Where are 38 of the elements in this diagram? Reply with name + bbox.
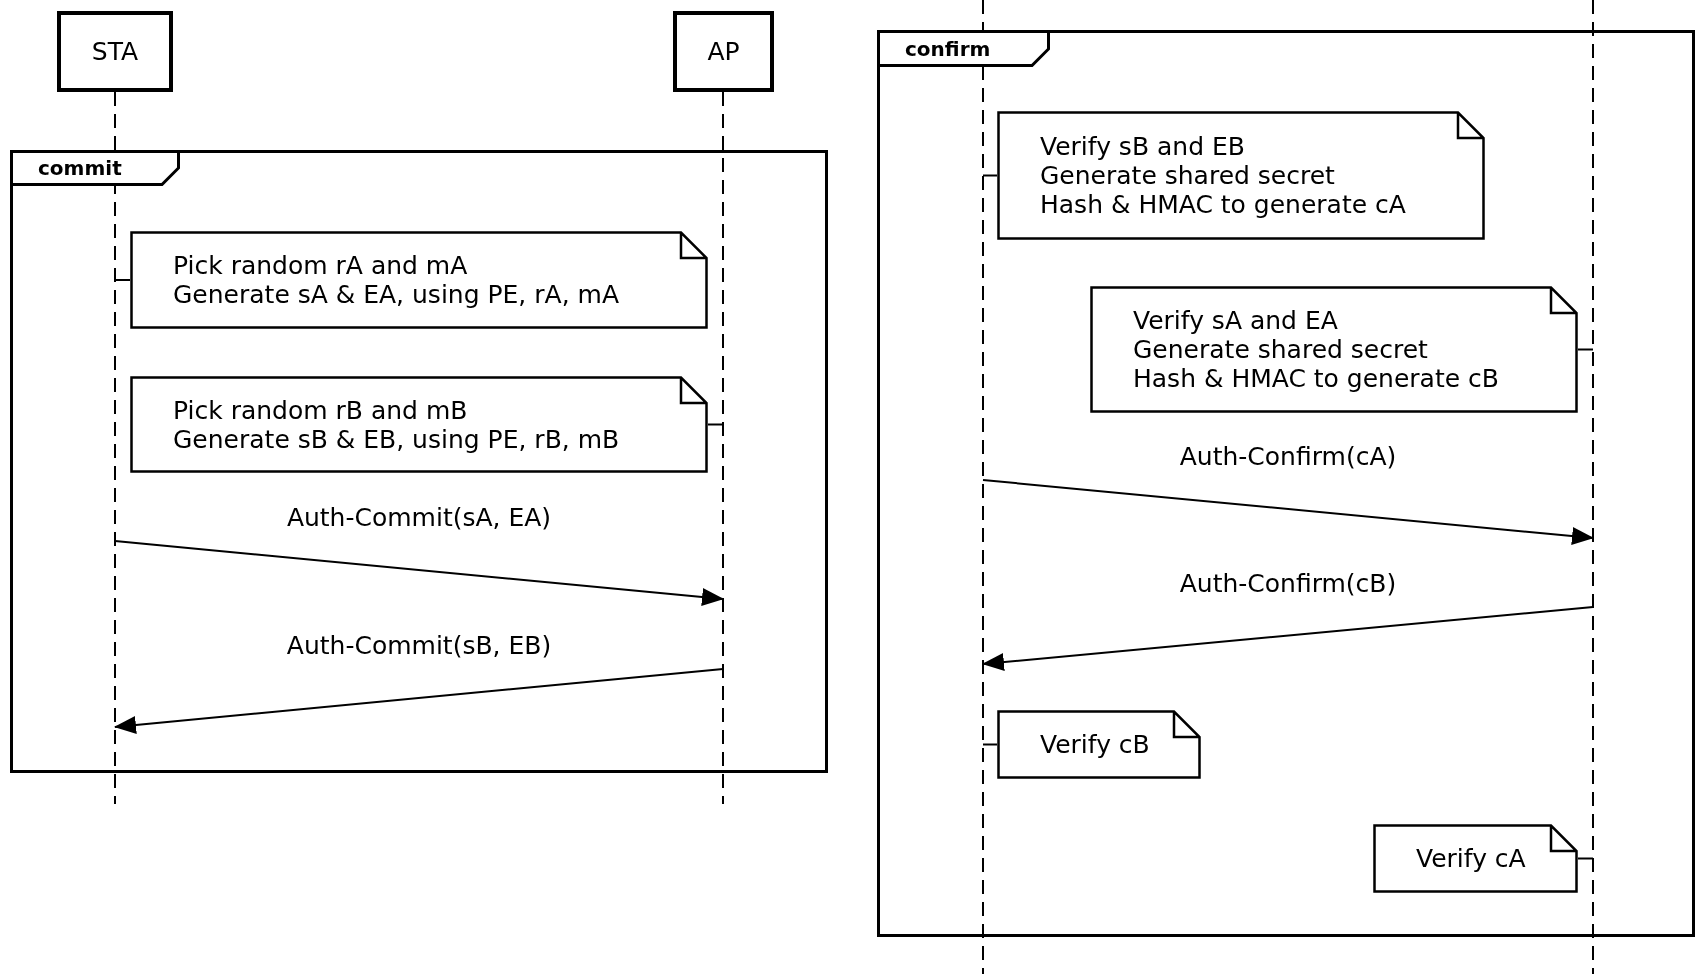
connector-line xyxy=(114,279,131,281)
note-text: Hash & HMAC to generate cA xyxy=(1040,190,1407,219)
note-box xyxy=(1090,286,1578,413)
note-text: Hash & HMAC to generate cB xyxy=(1133,364,1500,393)
note-box xyxy=(997,710,1201,779)
connector-line xyxy=(982,743,998,746)
participant-box: STA xyxy=(57,11,173,92)
note-box xyxy=(130,376,708,473)
lifeline xyxy=(114,92,116,804)
lifeline xyxy=(1592,0,1594,974)
note-text: Pick random rA and mA xyxy=(173,251,469,280)
note-text: Verify cA xyxy=(1416,844,1527,873)
frame-box xyxy=(877,30,1695,937)
note-text: Verify sA and EA xyxy=(1133,306,1339,335)
message-arrow xyxy=(114,540,724,606)
note-text: Generate shared secret xyxy=(1133,335,1429,364)
note-box xyxy=(997,111,1485,240)
note-text: Generate shared secret xyxy=(1040,161,1336,190)
note-text: Verify cB xyxy=(1040,730,1151,759)
lifeline xyxy=(722,92,724,804)
note-text: Generate sB & EB, using PE, rB, mB xyxy=(173,424,621,454)
frame-box xyxy=(10,150,828,773)
connector-line xyxy=(1577,857,1594,860)
note-box xyxy=(130,231,708,329)
lifeline xyxy=(982,0,984,974)
connector-line xyxy=(1577,348,1594,351)
note-text: Verify sB and EB xyxy=(1040,132,1246,161)
note-box xyxy=(1373,824,1578,893)
message-arrow xyxy=(982,606,1594,671)
message-arrow xyxy=(114,668,724,734)
frame-label: confirm xyxy=(877,30,1050,67)
note-text: Generate sA & EA, using PE, rA, mA xyxy=(173,280,620,309)
participant-box: AP xyxy=(673,11,774,92)
connector-line xyxy=(707,423,724,426)
message-arrow xyxy=(982,479,1594,545)
frame-label: commit xyxy=(10,150,180,186)
note-text: Pick random rB and mB xyxy=(173,395,469,425)
connector-line xyxy=(982,174,998,177)
